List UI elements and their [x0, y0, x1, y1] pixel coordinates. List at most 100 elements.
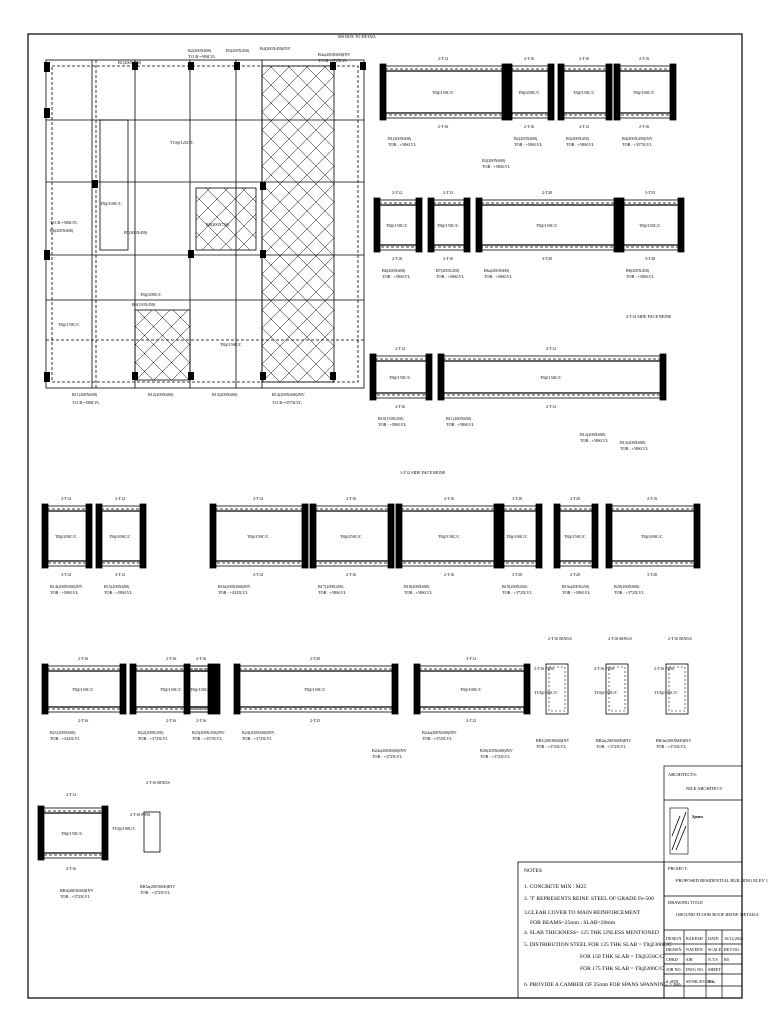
stirrup-label: T8@150C/C [540, 375, 562, 380]
support-column [213, 663, 221, 715]
stirrup-label: T8@150C/C [432, 90, 454, 95]
hatch-line [241, 187, 257, 203]
section-tob: TOB : +3725LVL [60, 894, 90, 899]
section-name: B21(200X600) [50, 730, 76, 735]
plan-beam-label: B4a(200X600)INV [318, 52, 351, 57]
section-tob: TOB : +58SLVL [626, 274, 655, 279]
section-name: B2(200X600) [482, 158, 506, 163]
plan-beam-label: B14(200X600)INV [272, 392, 305, 397]
support-column [553, 503, 561, 569]
ring-outline [545, 663, 569, 715]
section-name: B10(150X450) [378, 416, 404, 421]
section-name: B19a(200X450) [562, 584, 590, 589]
top-bar-label: 2-T16 [524, 56, 534, 61]
hatch-line [261, 255, 335, 329]
stirrup-label: T8@150C/C [389, 375, 411, 380]
note-line: 3.CLEAR COVER TO MAIN REINFORCEMENT [524, 910, 641, 916]
stirrup-label: T8@150C/C [61, 831, 83, 836]
top-bar-label: 2-T12 [438, 56, 448, 61]
section-tob: TOB : +58SLVL [382, 274, 411, 279]
title-block [663, 765, 743, 999]
stirrup-label: T8@150C/C [536, 223, 558, 228]
support-column [493, 503, 501, 569]
ring-outline [143, 811, 161, 853]
section-name: RB1(200X600)INV [536, 738, 570, 743]
sheet-border [27, 33, 743, 999]
section-tob: TOB : +58SLVL [580, 438, 609, 443]
support-column [547, 63, 555, 121]
stirrup-label: T8@150C/C [437, 223, 459, 228]
support-column [387, 503, 395, 569]
stirrup-label: T8@150C/C [247, 534, 269, 539]
bottom-bar-label: 2-T16 [438, 124, 448, 129]
section-tob: TOB : +4325LVL [218, 590, 248, 595]
section-name: B6a(200X600) [484, 268, 510, 273]
section-name: B18(200X600) [404, 584, 430, 589]
section-tob: TOB : +58SLVL [404, 590, 433, 595]
beam-elevation [413, 663, 531, 715]
support-column [233, 663, 241, 715]
hatch-line [134, 309, 171, 346]
note-line: FOR 175 THK SLAB = T8@200C/C [580, 966, 664, 972]
note-line: 6. PROVIDE A CAMBER OF 25mm FOR SPANS SP… [524, 982, 681, 988]
bottom-bar-label: 3-T20 [645, 256, 655, 261]
section-tob: TOB : +3725LVL [480, 754, 510, 759]
section-tob: TOB : +3725LVL [422, 736, 452, 741]
plan-beam-label: B4(200X450)INV [260, 46, 291, 51]
hatch-line [269, 65, 335, 131]
section-tob: TOB : +3725LVL [536, 744, 566, 749]
stirrup-label: T8@100C/C [506, 534, 528, 539]
plan-beam-label: B11(200X600) [72, 392, 98, 397]
section-name: B24(200X600)INV [242, 730, 275, 735]
hatch-line [134, 325, 190, 381]
beam-elevation [183, 663, 221, 715]
stirrup-label: T8@100C/C [190, 687, 212, 692]
notes-block: NOTES 1. CONCRETE MIX : M25 2. 'T' REPRE… [517, 861, 681, 999]
support-column [591, 503, 599, 569]
top-bar-label: 2-T12 [546, 346, 556, 351]
ring-stirrup [608, 666, 626, 712]
bottom-bar-label: 3-T20 [647, 572, 657, 577]
plan-bar-label: T8@200C/C [140, 292, 162, 297]
section-name: RB4(200X600)INV [60, 888, 94, 893]
hatch-line [261, 65, 291, 95]
beam-elevation [95, 503, 147, 569]
top-bar-label: 2-T12 [253, 496, 263, 501]
hatch-line [134, 309, 189, 364]
hatch-line [223, 187, 257, 221]
hatch-line [261, 273, 335, 347]
plan-tob-label: T.O.B.=3575LVL [272, 400, 302, 405]
hatch-line [195, 213, 233, 251]
hatch-line [195, 187, 229, 221]
hatch-line [195, 187, 247, 239]
section-tob: TOB : +3725LVL [242, 736, 272, 741]
top-bar-label: 3-T12 [466, 656, 476, 661]
plan-beam-label: B7(200X450) [124, 230, 148, 235]
hatch-line [261, 111, 335, 185]
top-bar-label: 3-T25 [645, 190, 655, 195]
bottom-bar-label: 3-T12 [61, 572, 71, 577]
section-name: B4(200X450)INV [622, 136, 653, 141]
beam-elevation [427, 197, 471, 253]
plan-ms-box: MS BOX TO DETAIL [338, 34, 377, 39]
plan-tob-label: T.O.B.=58SLVL [50, 220, 78, 225]
top-bar-label: 2-T16 [346, 496, 356, 501]
plan-bar-label: T10@125C/C [170, 140, 194, 145]
support-column [659, 353, 667, 401]
beam-elevation [41, 663, 127, 715]
section-name: B23(200X450)INV [192, 730, 225, 735]
title-block-text: ARCHITECTS: NILE ARCHITECT Spans PROJECT… [668, 772, 768, 917]
stirrup-label: T8@100C/C [633, 90, 655, 95]
beam-elevation [505, 63, 555, 121]
section-tob: TOB : +58SLVL [514, 142, 543, 147]
top-bar-label: 2-T20 [570, 496, 580, 501]
support-column [523, 663, 531, 715]
pins-label: 2-T16 PINS [654, 666, 675, 671]
stirrup-label: T8@150C/C [386, 223, 408, 228]
section-name: RB5a(200X600)INV [140, 884, 175, 889]
beam-elevation [233, 663, 399, 715]
beam-elevation [395, 503, 505, 569]
title-block-cell: A3 [708, 979, 713, 984]
ring-label: 2-T16 RINGS [608, 636, 633, 641]
hatch-line [154, 309, 191, 346]
